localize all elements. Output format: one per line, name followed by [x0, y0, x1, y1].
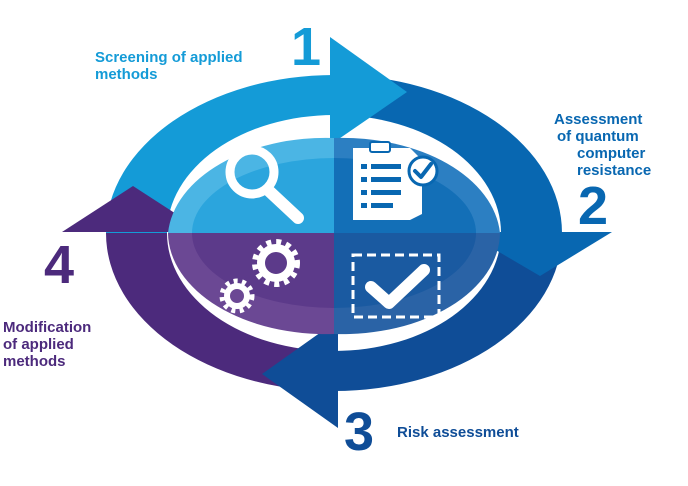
step-label-4-line-1: Modification: [3, 319, 91, 336]
step-label-2-line-2: of quantum: [557, 128, 639, 145]
checkmark-box-icon: [351, 253, 441, 319]
arrow-2-head: [465, 232, 612, 276]
arrow-1-head: [330, 37, 407, 145]
step-label-2: Assessment of quantum computer resistanc…: [554, 111, 651, 179]
step-label-4-line-2: of applied: [3, 336, 74, 353]
step-label-1-line-2: methods: [95, 66, 158, 83]
step-number-1: 1: [291, 17, 321, 77]
step-label-3: Risk assessment: [397, 424, 519, 441]
magnifier-icon: [225, 145, 304, 224]
step-label-2-line-3: computer: [577, 145, 646, 162]
ring-segment-2: [334, 75, 562, 233]
arrow-4-head: [62, 186, 204, 232]
ring-segment-1: [106, 75, 334, 233]
step-label-1: Screening of applied methods: [95, 49, 243, 83]
step-label-1-line-1: Screening of applied: [95, 49, 243, 66]
gears-icon: [219, 239, 300, 314]
step-label-4: Modification of applied methods: [3, 319, 91, 370]
step-label-2-line-4: resistance: [577, 162, 651, 179]
step-number-2: 2: [578, 176, 608, 236]
arrow-3-head: [262, 320, 338, 428]
step-number-3: 3: [344, 402, 374, 462]
step-label-3-line-1: Risk assessment: [397, 424, 519, 441]
checklist-icon: [353, 141, 439, 220]
ring-segment-3: [334, 233, 562, 391]
step-number-4: 4: [44, 235, 74, 295]
step-label-2-line-1: Assessment: [554, 111, 642, 128]
step-label-4-line-3: methods: [3, 353, 66, 370]
ring-segment-4: [106, 233, 334, 391]
